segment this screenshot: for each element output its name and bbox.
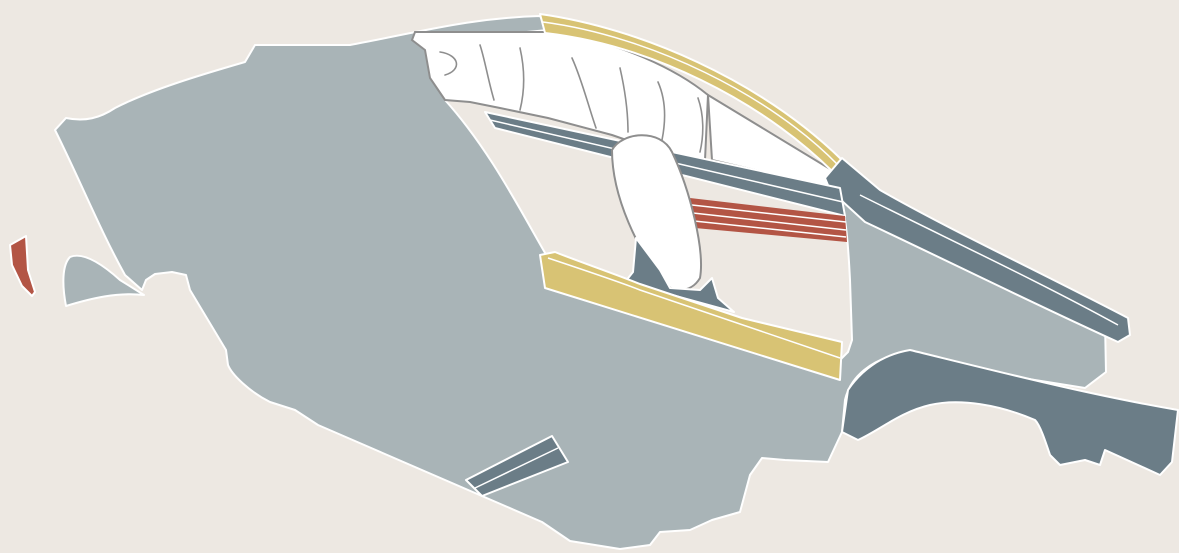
front-red-piece [10, 236, 35, 296]
